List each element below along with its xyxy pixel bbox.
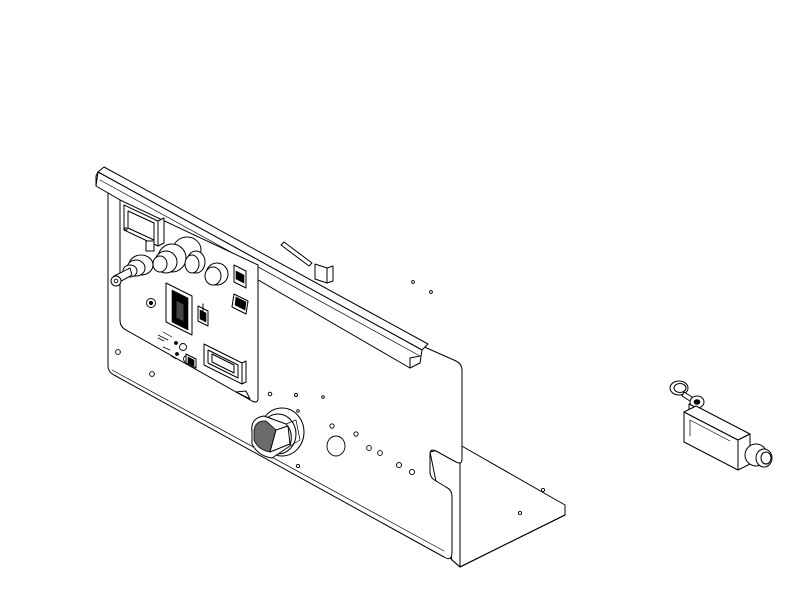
terminal-block bbox=[185, 353, 197, 369]
toggle-switch-upper bbox=[233, 264, 247, 289]
top-rail bbox=[95, 166, 429, 369]
pushbutton-1 bbox=[184, 250, 206, 274]
lower-meter-display bbox=[203, 343, 247, 385]
limit-switch bbox=[669, 380, 773, 471]
control-panel-assembly bbox=[95, 166, 566, 568]
cable-cutout bbox=[326, 435, 346, 457]
rocker-switch bbox=[146, 282, 193, 336]
small-selector bbox=[197, 303, 209, 327]
rotary-knob-receptacle bbox=[251, 407, 305, 459]
lever-arm bbox=[280, 241, 334, 284]
pushbutton-2 bbox=[204, 262, 229, 286]
toggle-switch-lower bbox=[231, 293, 249, 315]
top-display-window bbox=[123, 204, 165, 247]
mounting-holes bbox=[115, 280, 433, 476]
